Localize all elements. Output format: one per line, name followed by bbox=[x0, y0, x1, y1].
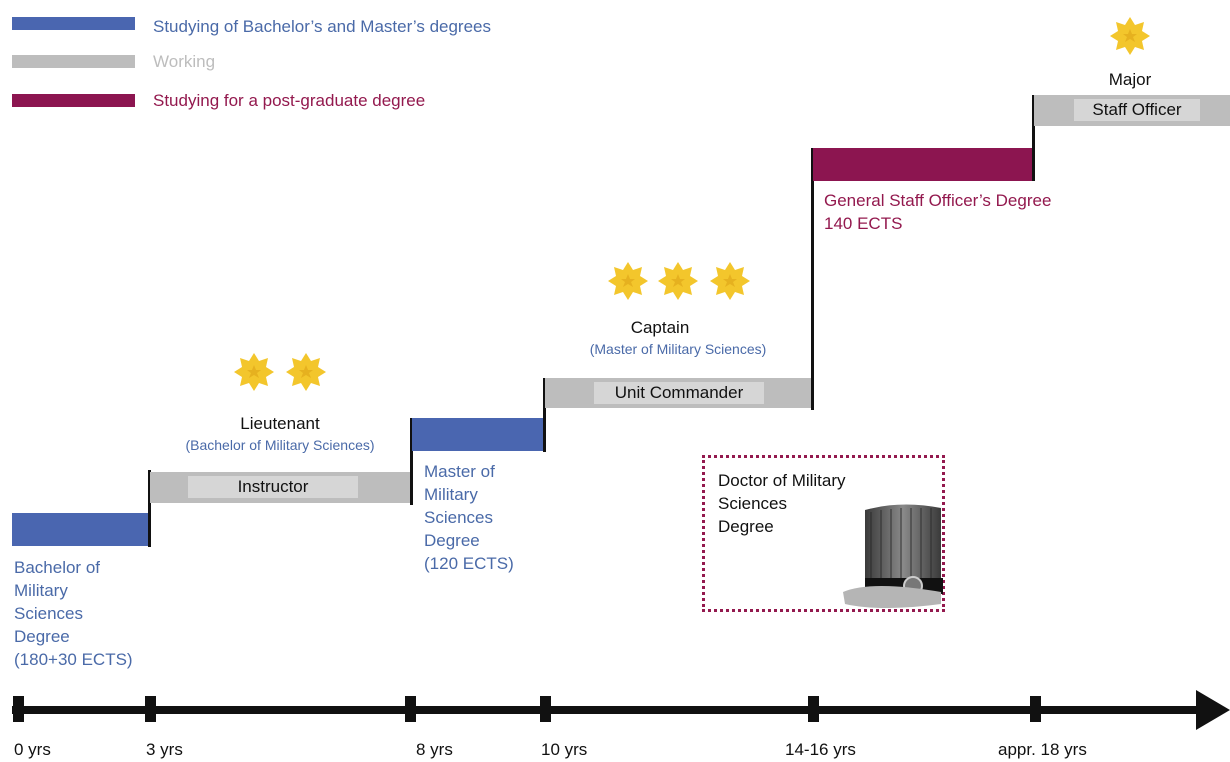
captain-note: (Master of Military Sciences) bbox=[589, 341, 767, 357]
step-line-8yrs bbox=[410, 418, 413, 505]
lieutenant-note: (Bachelor of Military Sciences) bbox=[185, 437, 375, 453]
tick-label-0yrs: 0 yrs bbox=[14, 740, 51, 759]
master-bar bbox=[412, 418, 545, 451]
tick-label-18yrs: appr. 18 yrs bbox=[998, 740, 1087, 759]
lieutenant-star-2-icon bbox=[286, 353, 326, 391]
general-staff-degree-label: General Staff Officer’s Degree 140 ECTS bbox=[824, 189, 1051, 235]
master-line-3: Sciences bbox=[424, 508, 493, 527]
bachelor-line-5: (180+30 ECTS) bbox=[14, 650, 133, 669]
master-degree-label: Master of Military Sciences Degree (120 … bbox=[424, 460, 514, 575]
step-line-3yrs bbox=[148, 470, 151, 547]
tick-3yrs bbox=[145, 696, 156, 722]
tick-label-3yrs: 3 yrs bbox=[146, 740, 183, 759]
doctor-line-1: Doctor of Military bbox=[718, 471, 846, 490]
step-line-18yrs bbox=[1032, 95, 1035, 181]
timeline-arrow-icon bbox=[1196, 690, 1230, 730]
general-staff-bar bbox=[813, 148, 1034, 181]
tick-14-16yrs bbox=[808, 696, 819, 722]
tick-0yrs bbox=[13, 696, 24, 722]
bachelor-line-1: Bachelor of bbox=[14, 558, 100, 577]
master-line-5: (120 ECTS) bbox=[424, 554, 514, 573]
unit-commander-label: Unit Commander bbox=[594, 382, 764, 404]
bachelor-degree-label: Bachelor of Military Sciences Degree (18… bbox=[14, 556, 133, 671]
general-staff-line-2: 140 ECTS bbox=[824, 214, 903, 233]
lieutenant-star-1-icon bbox=[234, 353, 274, 391]
legend-swatch-postgraduate bbox=[12, 94, 135, 107]
captain-star-2-icon bbox=[658, 262, 698, 300]
step-line-10yrs bbox=[543, 378, 546, 452]
doctor-line-2: Sciences bbox=[718, 494, 787, 513]
step-line-14yrs bbox=[811, 148, 814, 410]
doctor-line-3: Degree bbox=[718, 517, 774, 536]
instructor-label: Instructor bbox=[188, 476, 358, 498]
major-rank: Major bbox=[1108, 70, 1152, 89]
master-line-1: Master of bbox=[424, 462, 495, 481]
doctoral-hat-icon bbox=[843, 504, 943, 608]
lieutenant-rank: Lieutenant bbox=[240, 414, 320, 433]
captain-star-3-icon bbox=[710, 262, 750, 300]
master-line-4: Degree bbox=[424, 531, 480, 550]
bachelor-line-3: Sciences bbox=[14, 604, 83, 623]
tick-18yrs bbox=[1030, 696, 1041, 722]
bachelor-line-2: Military bbox=[14, 581, 68, 600]
major-star-icon bbox=[1110, 17, 1150, 55]
legend-swatch-bachelor-master bbox=[12, 17, 135, 30]
doctor-degree-label: Doctor of Military Sciences Degree bbox=[718, 469, 846, 538]
tick-label-8yrs: 8 yrs bbox=[416, 740, 453, 759]
timeline-axis bbox=[12, 706, 1214, 714]
tick-8yrs bbox=[405, 696, 416, 722]
legend-label-postgraduate: Studying for a post-graduate degree bbox=[153, 91, 426, 110]
doctor-degree-box: Doctor of Military Sciences Degree bbox=[702, 455, 945, 612]
bachelor-bar bbox=[12, 513, 149, 546]
staff-officer-label: Staff Officer bbox=[1074, 99, 1200, 121]
captain-star-1-icon bbox=[608, 262, 648, 300]
master-line-2: Military bbox=[424, 485, 478, 504]
bachelor-line-4: Degree bbox=[14, 627, 70, 646]
captain-rank: Captain bbox=[630, 318, 690, 337]
tick-label-14-16yrs: 14-16 yrs bbox=[785, 740, 856, 759]
legend-label-bachelor-master: Studying of Bachelor’s and Master’s degr… bbox=[153, 17, 491, 36]
general-staff-line-1: General Staff Officer’s Degree bbox=[824, 191, 1052, 210]
tick-10yrs bbox=[540, 696, 551, 722]
tick-label-10yrs: 10 yrs bbox=[541, 740, 588, 759]
legend-label-working: Working bbox=[153, 52, 216, 71]
legend-swatch-working bbox=[12, 55, 135, 68]
